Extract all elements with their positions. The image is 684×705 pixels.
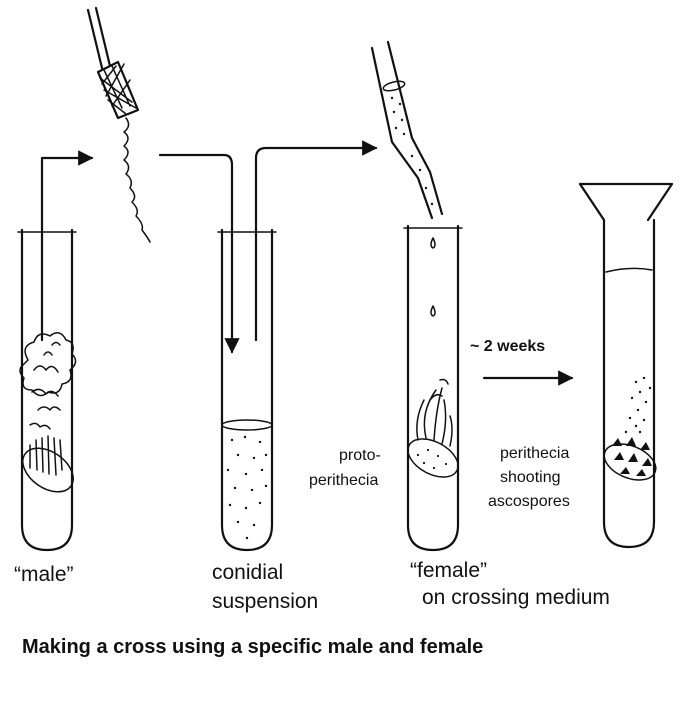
proto-label: proto-: [339, 447, 381, 464]
crossing-tube: [578, 182, 674, 549]
suspension-label: suspension: [212, 590, 319, 613]
shooting-label: shooting: [500, 469, 561, 486]
female-tube: [403, 224, 463, 552]
conidial-label: conidial: [212, 561, 284, 584]
protoperithecia-culture: [407, 378, 459, 478]
two-weeks-label: ~ 2 weeks: [470, 338, 546, 355]
male-tube: [17, 228, 77, 552]
male-culture: [19, 332, 77, 493]
female-label: “female”: [410, 559, 488, 582]
needle-to-suspension-arrow: [158, 153, 240, 354]
suspension-tube: [217, 228, 277, 552]
male-label: “male”: [14, 563, 74, 586]
ascospore-spray: [624, 376, 652, 434]
suspension-dots: [226, 435, 268, 540]
ascospores-label: ascospores: [488, 493, 570, 510]
inoculating-needle: [86, 6, 151, 243]
protoperithecia-label: perithecia: [309, 472, 379, 489]
falling-drops: [430, 237, 436, 317]
figure-caption: Making a cross using a specific male and…: [22, 636, 484, 658]
pipette: [370, 40, 444, 220]
perithecia-culture: [603, 437, 657, 481]
protoperithecia-dots: [416, 448, 448, 470]
perithecia-label: perithecia: [500, 445, 570, 462]
male-to-needle-arrow: [40, 150, 94, 342]
pipette-suspension-dots: [390, 96, 434, 206]
crossing-medium-label: on crossing medium: [422, 586, 610, 609]
suspension-to-pipette-arrow: [254, 140, 378, 342]
